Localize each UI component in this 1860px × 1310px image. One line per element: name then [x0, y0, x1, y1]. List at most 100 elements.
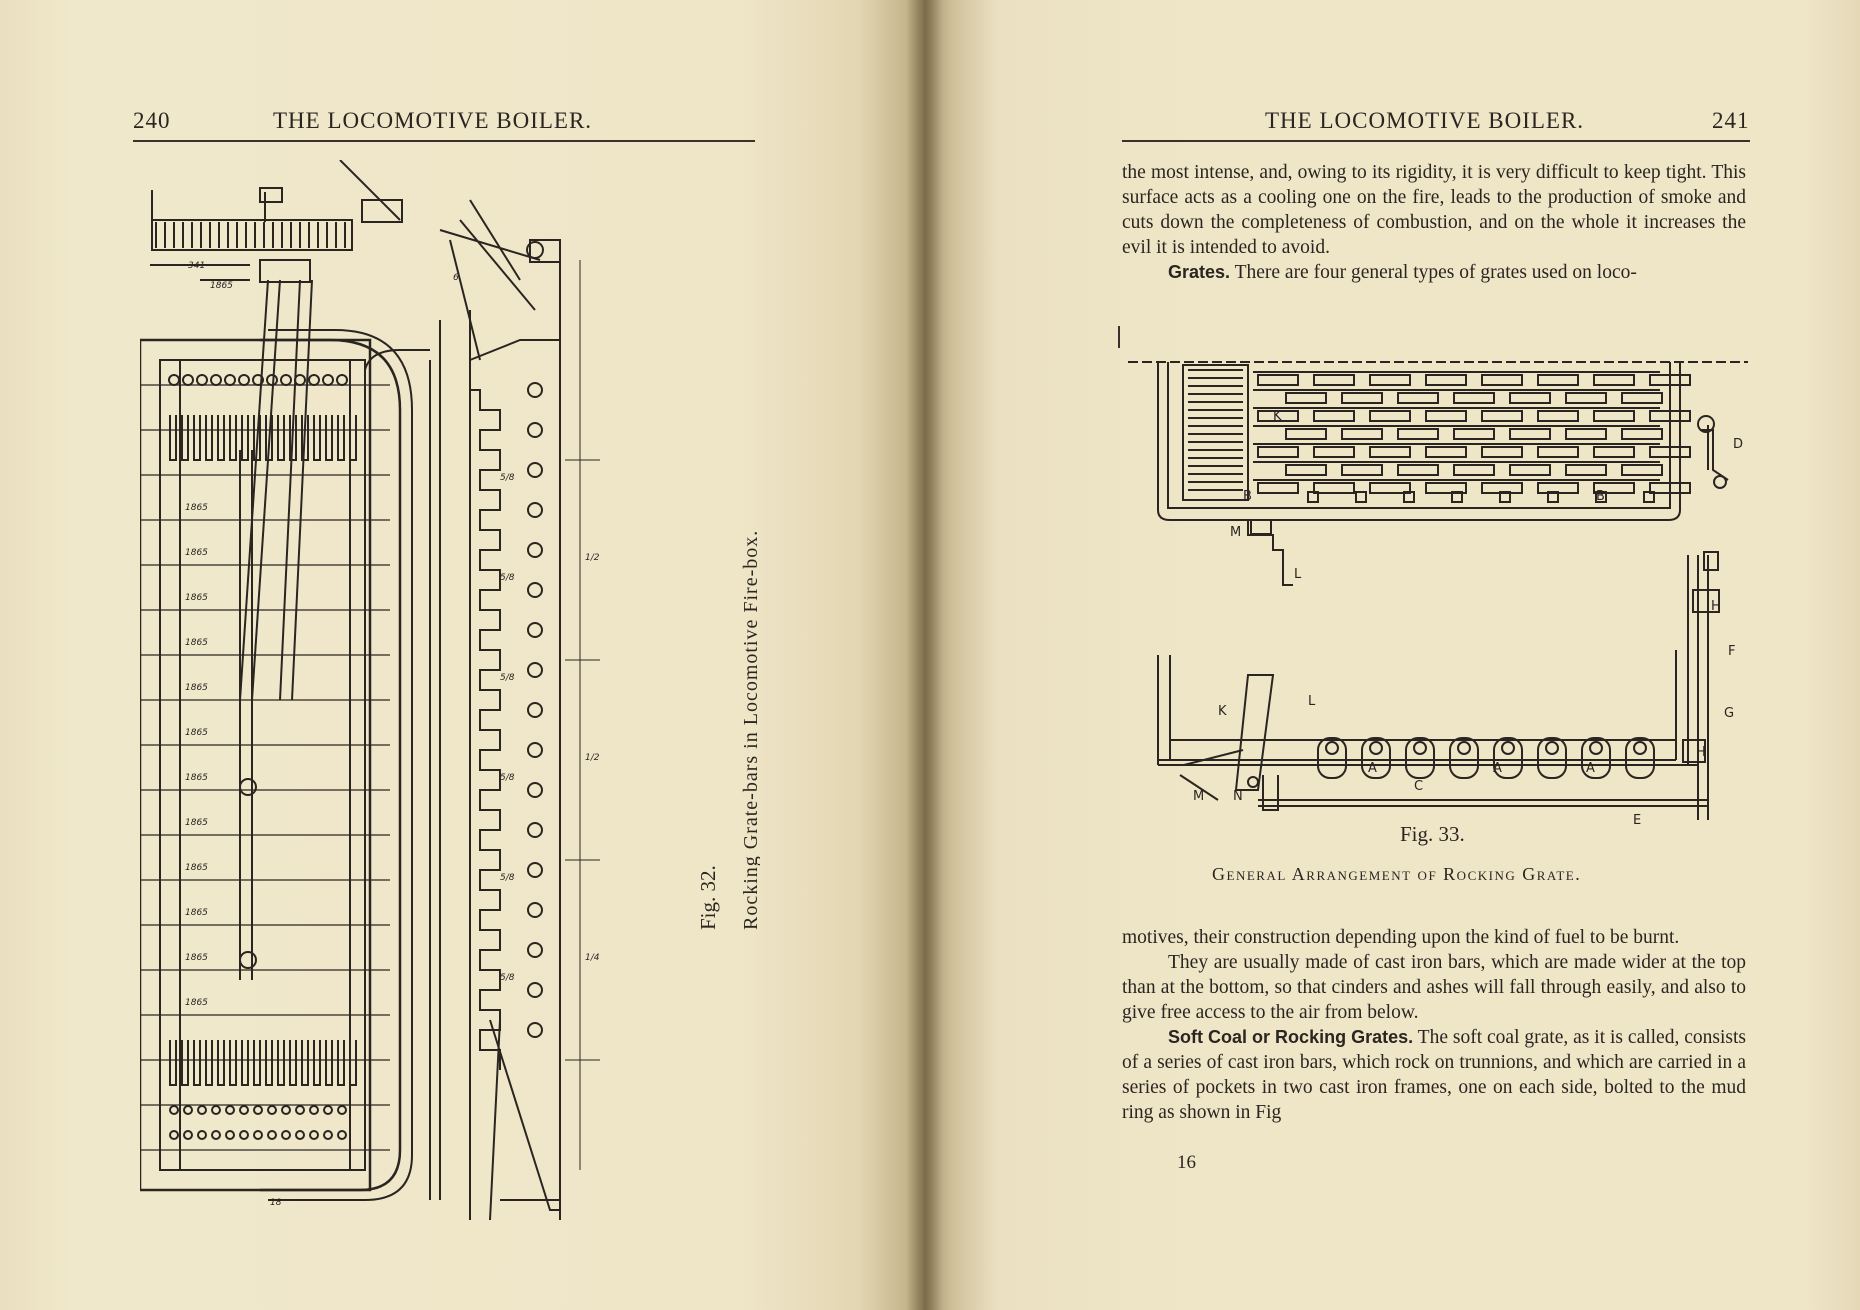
drawing-line: [1451, 491, 1463, 503]
drawing-line: [181, 1040, 189, 1086]
drawing-line: [1649, 410, 1691, 422]
drawing-line: [210, 374, 222, 386]
fig32-caption-title: Rocking Grate-bars in Locomotive Fire-bo…: [740, 530, 760, 930]
fig32-caption: Fig. 32. Rocking Grate-bars in Locomotiv…: [696, 530, 760, 930]
fig32-annotation: 1865: [185, 593, 208, 603]
fig32-annotation: 1865: [185, 998, 208, 1008]
fig33-label-c: C: [1414, 779, 1423, 794]
drawing-line: [1481, 446, 1523, 458]
drawing-line: [277, 1040, 285, 1086]
drawing-line: [217, 415, 225, 461]
drawing-line: [197, 1130, 207, 1140]
drawing-line: [169, 1105, 179, 1115]
drawing-line: [295, 1130, 305, 1140]
drawing-line: [1537, 374, 1579, 386]
drawing-line: [196, 374, 208, 386]
drawing-line: [1425, 410, 1467, 422]
drawing-line: [1593, 410, 1635, 422]
drawing-line: [266, 374, 278, 386]
drawing-line: [253, 1130, 263, 1140]
drawing-line: [265, 1040, 273, 1086]
margin-mark: [1118, 326, 1120, 348]
drawing-line: [1537, 737, 1567, 779]
fig33-label-f: F: [1728, 644, 1735, 659]
fig32-annotation: 18: [270, 1198, 282, 1208]
drawing-line: [1257, 410, 1299, 422]
drawing-line: [205, 1040, 213, 1086]
drawing-line: [1397, 392, 1439, 404]
running-head-right: THE LOCOMOTIVE BOILER.: [1265, 108, 1585, 133]
drawing-line: [323, 1130, 333, 1140]
drawing-line: [217, 1040, 225, 1086]
drawing-line: [527, 702, 543, 718]
drawing-line: [313, 415, 321, 461]
drawing-line: [224, 374, 236, 386]
drawing-line: [322, 374, 334, 386]
drawing-line: [309, 1105, 319, 1115]
fig32-annotation: 1865: [185, 503, 208, 513]
drawing-line: [1499, 491, 1511, 503]
drawing-line: [169, 1040, 177, 1086]
paragraph: motives, their construction depending up…: [1122, 927, 1680, 948]
drawing-line: [349, 415, 357, 461]
page-number-right: 241: [1712, 108, 1750, 133]
drawing-line: [309, 1130, 319, 1140]
drawing-line: [337, 415, 345, 461]
fig33-label-m: M: [1230, 525, 1241, 540]
fig33-label-h: H: [1696, 745, 1706, 760]
drawing-line: [1313, 446, 1355, 458]
drawing-line: [193, 1040, 201, 1086]
drawing-line: [308, 374, 320, 386]
drawing-line: [281, 1105, 291, 1115]
drawing-line: [1453, 392, 1495, 404]
drawing-line: [1413, 741, 1427, 755]
fig33-label-l: L: [1294, 567, 1302, 582]
fig33-label-m: M: [1193, 789, 1204, 804]
drawing-line: [280, 374, 292, 386]
drawing-line: [1313, 482, 1355, 494]
drawing-line: [527, 382, 543, 398]
fig32-annotation: 6: [453, 273, 459, 283]
drawing-line: [238, 374, 250, 386]
drawing-line: [313, 1040, 321, 1086]
drawing-line: [1425, 482, 1467, 494]
heading-soft-coal: Soft Coal or Rocking Grates.: [1168, 1027, 1414, 1047]
drawing-line: [169, 1130, 179, 1140]
drawing-line: [1341, 464, 1383, 476]
drawing-line: [527, 822, 543, 838]
drawing-line: [1285, 392, 1327, 404]
fig32-annotation: 5/8: [500, 473, 515, 483]
drawing-line: [1325, 741, 1339, 755]
drawing-line: [1649, 374, 1691, 386]
fig33-label-h: H: [1711, 599, 1721, 614]
drawing-line: [527, 582, 543, 598]
drawing-line: [277, 415, 285, 461]
drawing-line: [1369, 410, 1411, 422]
drawing-line: [1545, 741, 1559, 755]
drawing-line: [1621, 392, 1663, 404]
drawing-line: [239, 1105, 249, 1115]
drawing-line: [349, 1040, 357, 1086]
fig33-label-a: A: [1493, 761, 1502, 776]
drawing-line: [211, 1130, 221, 1140]
fig33-label-k: K: [1273, 409, 1282, 424]
fig32-annotation: 5/8: [500, 873, 515, 883]
drawing-line: [225, 1105, 235, 1115]
drawing-line: [336, 374, 348, 386]
fig33-number: Fig. 33.: [1400, 822, 1465, 846]
fig33-label-b: B: [1596, 489, 1605, 504]
drawing-line: [527, 502, 543, 518]
drawing-line: [1481, 410, 1523, 422]
drawing-line: [1633, 741, 1647, 755]
text-block-upper: the most intense, and, owing to its rigi…: [1122, 160, 1746, 285]
fig32-annotation: 5/8: [500, 773, 515, 783]
fig33-label-n: N: [1233, 789, 1243, 804]
drawing-line: [337, 1130, 347, 1140]
drawing-line: [1537, 410, 1579, 422]
drawing-line: [1369, 446, 1411, 458]
drawing-line: [527, 542, 543, 558]
fig32-annotation: 5/8: [500, 673, 515, 683]
drawing-line: [325, 415, 333, 461]
fig33-label-e: E: [1633, 813, 1641, 828]
drawing-line: [169, 415, 177, 461]
